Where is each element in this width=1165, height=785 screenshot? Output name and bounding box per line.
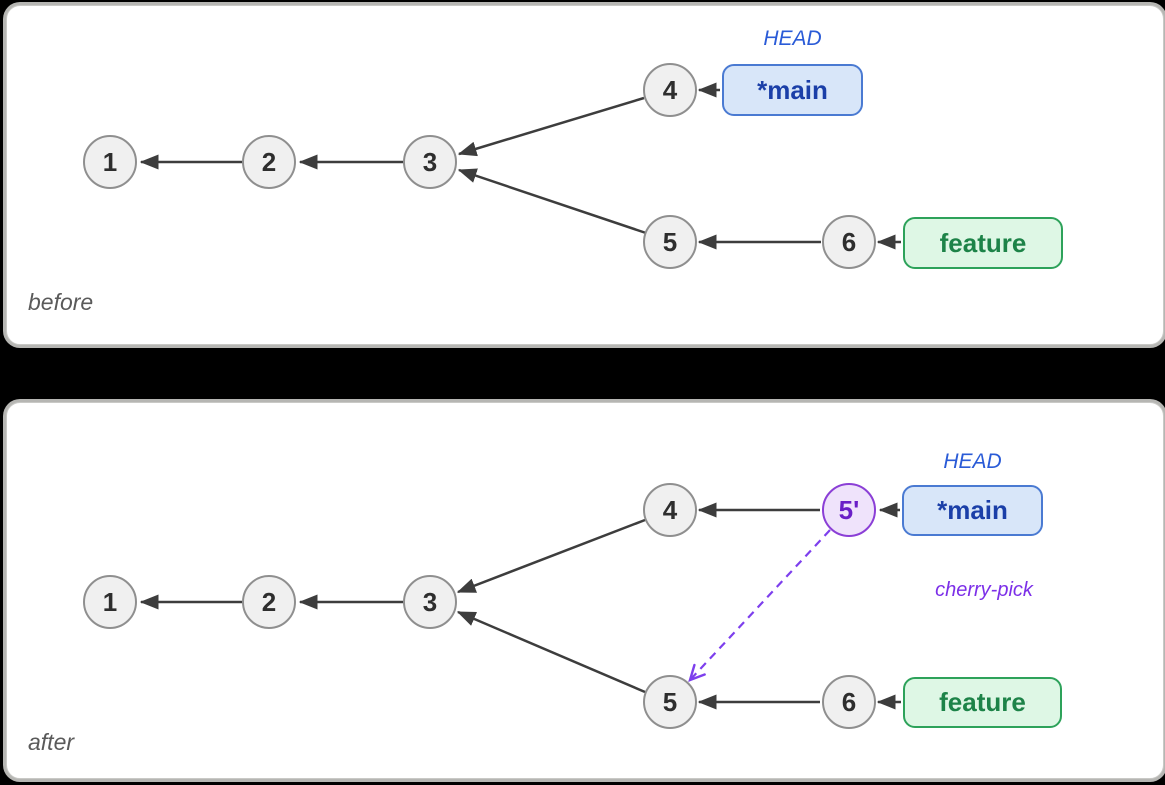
head-label: HEAD	[943, 450, 1002, 473]
commit-node-1: 1	[83, 575, 137, 629]
caption-after: after	[28, 729, 75, 755]
commit-label: 3	[422, 586, 438, 617]
commit-node-4: 4	[643, 483, 697, 537]
commit-node-1: 1	[83, 135, 137, 189]
commit-label: 1	[102, 586, 118, 617]
branch-label-feature: feature	[903, 217, 1063, 269]
commit-label: 3	[422, 146, 438, 177]
commit-label: 4	[662, 494, 678, 525]
commit-node-3: 3	[403, 135, 457, 189]
branch-label-main: *main	[902, 485, 1043, 536]
commit-label: 5'	[838, 494, 860, 525]
commit-node-5-prime: 5'	[822, 483, 876, 537]
branch-label-main: *main	[722, 64, 863, 116]
commit-node-6: 6	[822, 215, 876, 269]
commit-label: 2	[261, 146, 277, 177]
commit-node-2: 2	[242, 575, 296, 629]
cherry-pick-label: cherry-pick	[935, 579, 1033, 601]
commit-node-5: 5	[643, 675, 697, 729]
panel-before	[6, 5, 1164, 345]
commit-label: 4	[662, 74, 678, 105]
commit-node-6: 6	[822, 675, 876, 729]
commit-label: 6	[841, 226, 857, 257]
commit-node-3: 3	[403, 575, 457, 629]
commit-node-4: 4	[643, 63, 697, 117]
head-label: HEAD	[763, 27, 822, 50]
caption-before: before	[28, 289, 94, 315]
commit-node-2: 2	[242, 135, 296, 189]
commit-label: 1	[102, 146, 118, 177]
commit-label: 6	[841, 686, 857, 717]
commit-label: 5	[662, 686, 678, 717]
commit-node-5: 5	[643, 215, 697, 269]
commit-label: 5	[662, 226, 678, 257]
commit-label: 2	[261, 586, 277, 617]
branch-label-feature: feature	[903, 677, 1062, 728]
